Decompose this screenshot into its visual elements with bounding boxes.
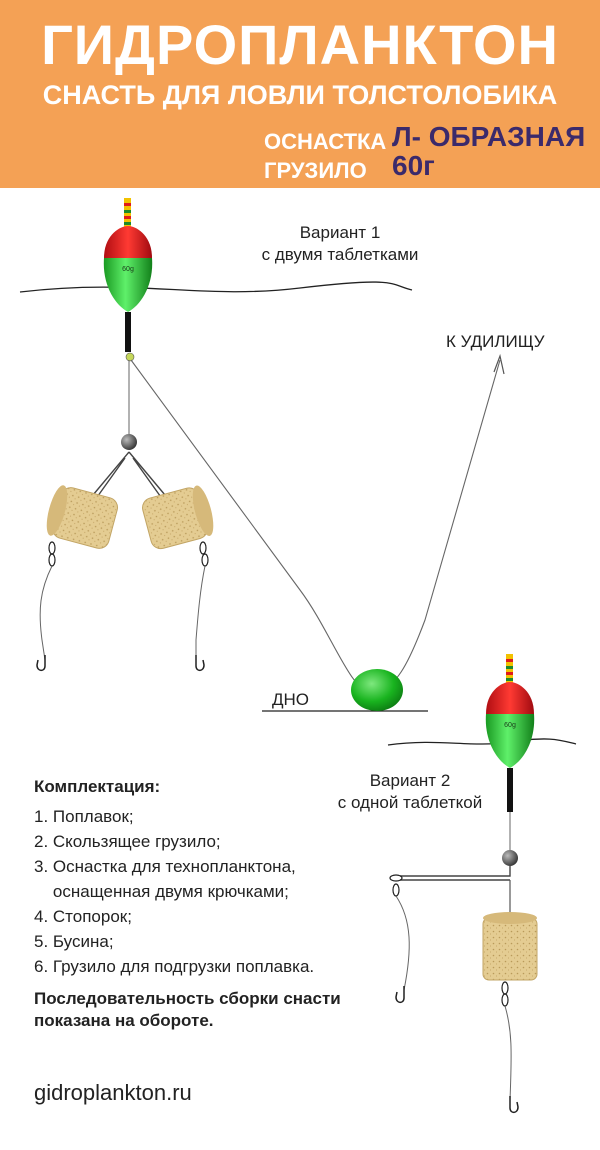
sinker-bead-icon — [502, 850, 518, 866]
float-icon: 60g — [103, 198, 153, 352]
weight-value: 60г — [392, 150, 435, 181]
assembly-note-line: Последовательность сборки снасти — [34, 989, 341, 1008]
list-item: оснащенная двумя крючками; — [34, 882, 289, 901]
variant1-description: с двумя таблетками — [261, 245, 419, 264]
swivel-icon — [48, 541, 209, 567]
float-icon: 60g — [485, 654, 535, 812]
rig-label: ОСНАСТКА — [264, 129, 387, 154]
page-subtitle: СНАСТЬ ДЛЯ ЛОВЛИ ТОЛСТОЛОБИКА — [42, 80, 558, 110]
hook-leader — [195, 565, 206, 660]
hook-leader — [39, 565, 53, 661]
kit-title: Комплектация: — [34, 777, 161, 796]
cork-pellet-icon — [482, 912, 538, 981]
cork-pellet-icon — [142, 485, 214, 550]
rig-value: Л- ОБРАЗНАЯ — [392, 121, 586, 152]
rod-label: К УДИЛИЩУ — [446, 332, 545, 351]
water-surface-line — [19, 281, 413, 293]
variant1-title: Вариант 1 — [299, 223, 381, 242]
hook-icon — [195, 655, 205, 672]
variant1-caption: Вариант 1 с двумя таблетками — [235, 222, 445, 266]
weight-label: ГРУЗИЛО — [264, 158, 367, 183]
variant2-description: с одной таблеткой — [337, 793, 483, 812]
bottom-label: ДНО — [272, 690, 310, 709]
list-item: 6. Грузило для подгрузки поплавка. — [34, 957, 315, 976]
sinker-bead-icon — [121, 434, 137, 450]
hook-icon — [36, 655, 46, 672]
hook-leader — [504, 1005, 512, 1101]
water-surface-line — [387, 738, 577, 746]
website-link[interactable]: gidroplankton.ru — [34, 1080, 192, 1105]
cork-pellet-icon — [46, 485, 118, 549]
hook-leader — [395, 895, 410, 991]
float-weight-mark: 60g — [504, 722, 516, 729]
list-item: 1. Поплавок; — [34, 807, 134, 826]
float-weight-mark: 60g — [122, 266, 134, 273]
bead-icon — [125, 352, 135, 362]
sinker-icon — [351, 669, 403, 711]
feeder-arms — [92, 451, 166, 501]
assembly-note: Последовательность сборки снасти показан… — [34, 988, 341, 1032]
list-item: 2. Скользящее грузило; — [34, 832, 221, 851]
rod-arrow-icon — [493, 353, 505, 375]
list-item: 5. Бусина; — [34, 932, 114, 951]
list-item: 4. Стопорок; — [34, 907, 132, 926]
variant2-caption: Вариант 2 с одной таблеткой — [305, 770, 515, 814]
list-item: 3. Оснастка для технопланктона, — [34, 857, 296, 876]
feeder-arm — [400, 866, 511, 881]
hook-icon — [395, 986, 405, 1004]
header-banner — [0, 0, 600, 188]
kit-list: 1. Поплавок; 2. Скользящее грузило; 3. О… — [34, 804, 314, 979]
page-title: ГИДРОПЛАНКТОН — [41, 13, 559, 76]
assembly-note-line: показана на обороте. — [34, 1011, 214, 1030]
variant2-title: Вариант 2 — [369, 771, 451, 790]
hook-icon — [509, 1096, 519, 1114]
